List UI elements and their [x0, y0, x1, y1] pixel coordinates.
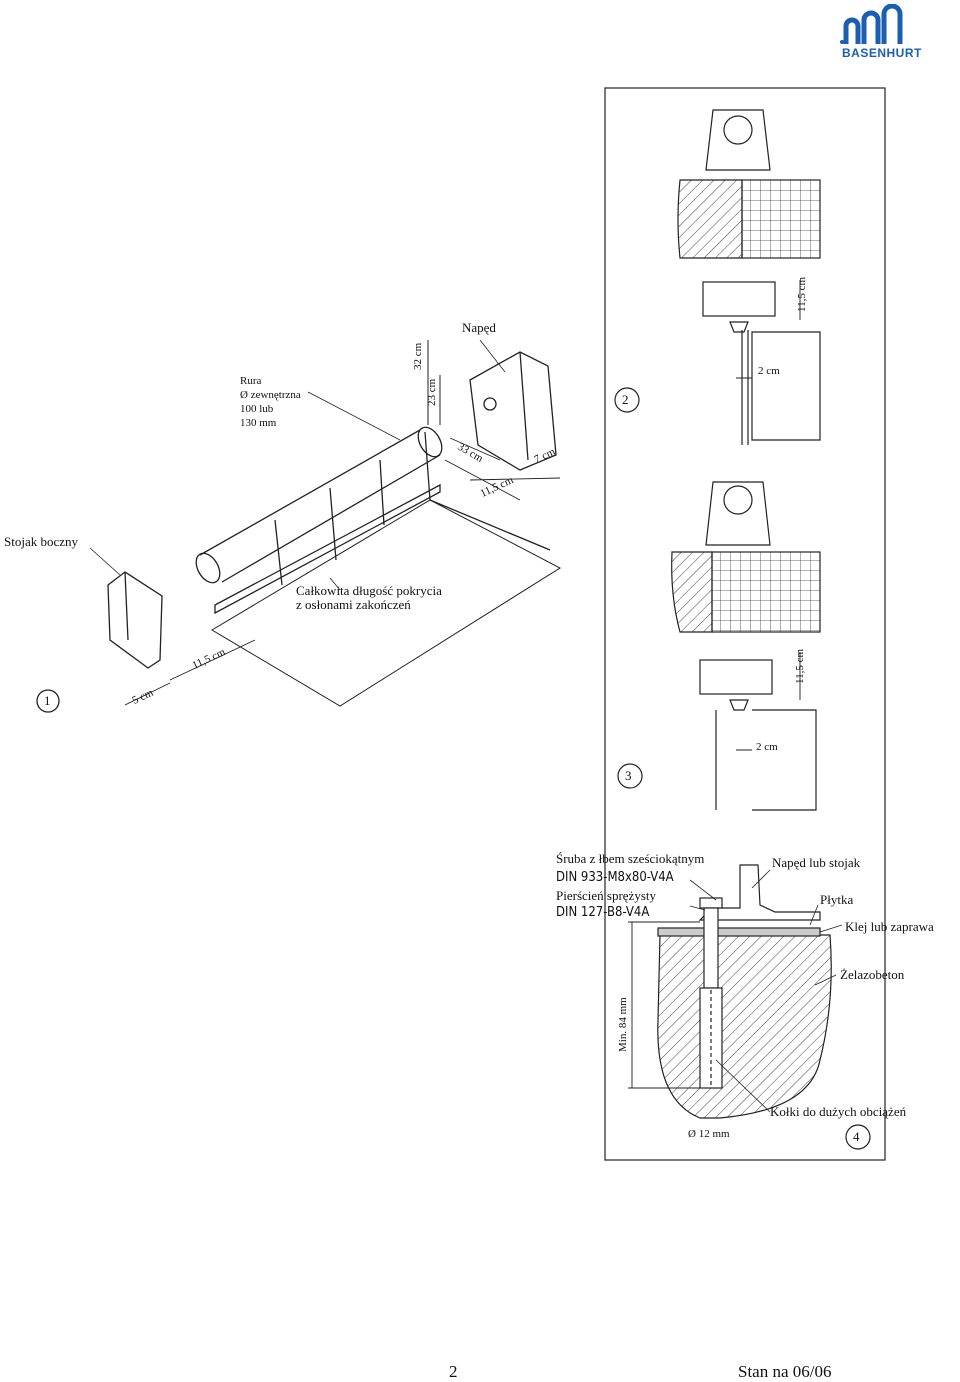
right-panel-drawing [604, 87, 886, 1161]
dim-23cm: 23 cm [426, 378, 438, 406]
naped-lub-stojak-label: Napęd lub stojak [772, 855, 861, 870]
calkowita-dlugosc-label-1: Całkowita długość pokrycia [296, 583, 442, 598]
srednica-12mm-label: Ø 12 mm [688, 1128, 730, 1140]
zelazobeton-label: Żelazobeton [840, 967, 905, 982]
fig3-dim-2cm: 2 cm [756, 741, 778, 753]
rura-label-2: Ø zewnętrzna [240, 389, 301, 401]
plytka-label: Płytka [820, 892, 854, 907]
stojak-boczny-label: Stojak boczny [4, 534, 79, 549]
naped-label: Napęd [462, 320, 496, 335]
dim-32cm: 32 cm [412, 342, 424, 370]
kolki-label: Kołki do dużych obciążeń [770, 1104, 907, 1119]
rura-label-4: 130 mm [240, 417, 277, 429]
sruba-label-2: DIN 933-M8x80-V4A [556, 870, 674, 885]
figure-4-number: 4 [853, 1129, 860, 1144]
fig2-dim-2cm: 2 cm [758, 365, 780, 377]
stan-na-date: Stan na 06/06 [738, 1362, 832, 1381]
fig3-dim-11-5cm: 11,5 cm [794, 648, 806, 684]
klej-lub-zaprawa-label: Klej lub zaprawa [845, 919, 934, 934]
figure-1-drawing [36, 339, 562, 713]
figure-2-number: 2 [622, 392, 629, 407]
pierscien-label-2: DIN 127-B8-V4A [556, 905, 650, 920]
page-number: 2 [449, 1362, 458, 1381]
figure-3-number: 3 [625, 768, 632, 783]
rura-label-1: Rura [240, 375, 262, 387]
min-84mm-label: Min. 84 mm [617, 997, 629, 1052]
logo-text: BASENHURT [842, 46, 922, 60]
logo-arches-icon [840, 4, 903, 44]
pierscien-label-1: Pierścień sprężysty [556, 888, 657, 903]
rura-label-3: 100 lub [240, 403, 274, 415]
sruba-label-1: Śruba z łbem sześciokątnym [556, 851, 705, 866]
figure-1-number: 1 [44, 693, 51, 708]
calkowita-dlugosc-label-2: z osłonami zakończeń [296, 597, 411, 612]
fig2-dim-11-5cm: 11,5 cm [796, 276, 808, 312]
